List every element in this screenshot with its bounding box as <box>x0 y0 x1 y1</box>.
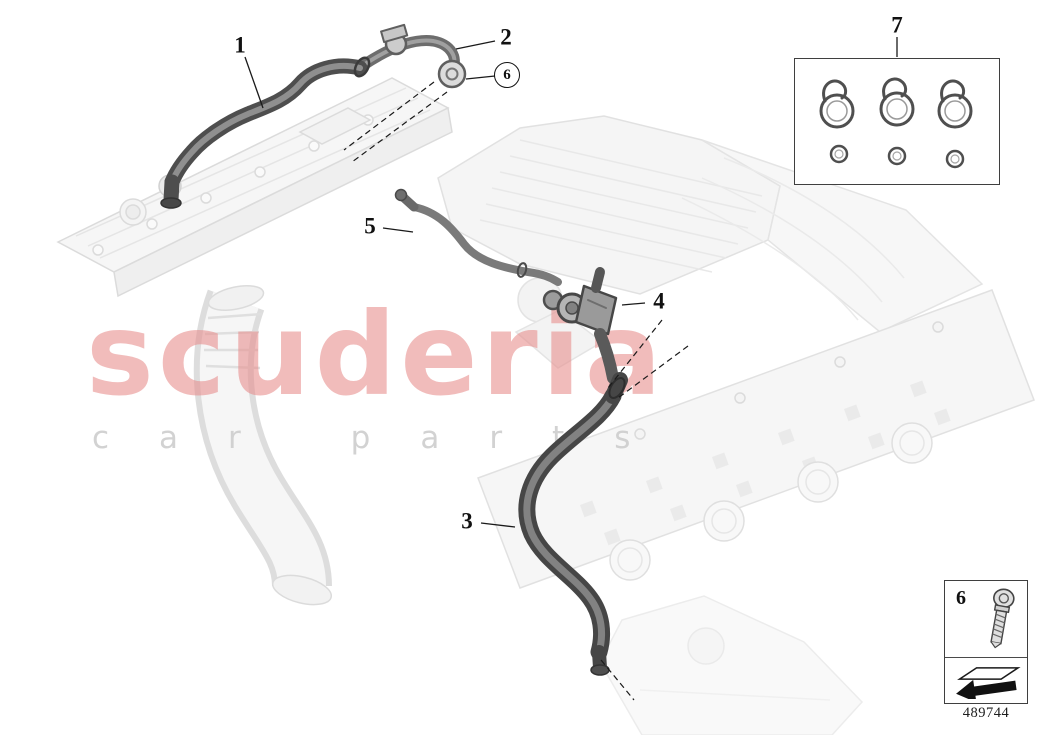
hose-clamp-icon <box>879 77 915 127</box>
watermark-tagline: car parts <box>92 420 680 456</box>
intake-assembly <box>437 115 984 333</box>
diagram-number: 489744 <box>962 705 1010 721</box>
bolt-inset-label: 6 <box>956 587 966 609</box>
intake-duct <box>193 285 333 606</box>
callout-3[interactable]: 3 <box>461 508 473 534</box>
callout-7[interactable]: 7 <box>891 12 903 38</box>
hose-clamp-icon <box>819 79 855 129</box>
throttle-area <box>514 277 604 369</box>
vent-hose-part5 <box>394 188 562 286</box>
breather-hose-part3 <box>518 372 628 676</box>
clamp-kit-illustration <box>819 77 973 169</box>
vent-valve-part4 <box>542 267 619 384</box>
callout-5[interactable]: 5 <box>364 213 376 239</box>
clamp-kit-inset-box <box>794 58 1000 185</box>
valve-cover-left <box>56 77 453 298</box>
callout-1[interactable]: 1 <box>234 32 246 58</box>
breather-hose-part1 <box>160 56 371 209</box>
o-ring-icon <box>887 146 907 166</box>
vent-pipe-part2 <box>356 23 467 89</box>
callout-2[interactable]: 2 <box>500 24 512 50</box>
highlighted-parts-layer <box>160 23 628 676</box>
callout-6-circle[interactable]: 6 <box>494 62 520 88</box>
hose-clamp-icon <box>937 79 973 129</box>
bolt-inset-box: 6 <box>944 580 1028 704</box>
engine-block-lower <box>599 595 864 735</box>
torx-bolt-icon <box>990 588 1015 649</box>
o-ring-icon <box>945 149 965 169</box>
dashed-reference-lines <box>343 81 689 701</box>
callout-4[interactable]: 4 <box>653 288 665 314</box>
o-ring-icon <box>829 144 849 164</box>
inset-divider <box>945 657 1027 658</box>
engine-faded-layer <box>56 77 1035 735</box>
direction-arrow-icon <box>956 667 1021 699</box>
valve-cover-right <box>477 289 1035 589</box>
leader-lines <box>244 37 898 701</box>
